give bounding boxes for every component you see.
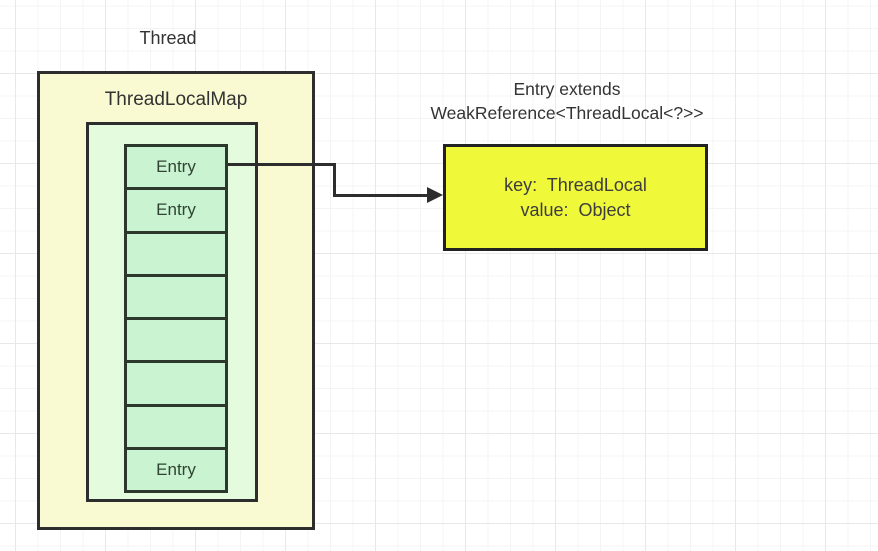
- arrow-segment-horizontal-bottom: [333, 194, 429, 197]
- entry-extends-note-line1: Entry extends: [513, 79, 621, 99]
- entry-value-line: value: Object: [520, 199, 631, 220]
- entry-table-box: Entry Entry Entry: [86, 122, 258, 502]
- thread-label: Thread: [139, 28, 197, 48]
- entry-key-line: key: ThreadLocal: [504, 174, 647, 195]
- entry-cell: [124, 230, 228, 277]
- entry-cell: [124, 273, 228, 320]
- entry-extends-note-line2: WeakReference<ThreadLocal<?>>: [430, 103, 704, 123]
- entry-cell: Entry: [124, 187, 228, 234]
- entry-detail-box: key: ThreadLocal value: Object: [443, 144, 708, 251]
- entry-cell: [124, 403, 228, 450]
- entry-cell: [124, 317, 228, 364]
- entry-cell: Entry: [124, 144, 228, 191]
- entry-cell: [124, 360, 228, 407]
- arrow-head-icon: [427, 187, 443, 203]
- threadlocalmap-title: ThreadLocalMap: [104, 89, 248, 110]
- entry-cell-stack: Entry Entry Entry: [124, 144, 228, 493]
- threadlocalmap-box: ThreadLocalMap Entry Entry Entry: [37, 71, 315, 530]
- entry-extends-note: Entry extends WeakReference<ThreadLocal<…: [397, 77, 737, 125]
- arrow-segment-vertical: [333, 163, 336, 197]
- arrow-segment-horizontal-top: [228, 163, 336, 166]
- entry-cell: Entry: [124, 446, 228, 493]
